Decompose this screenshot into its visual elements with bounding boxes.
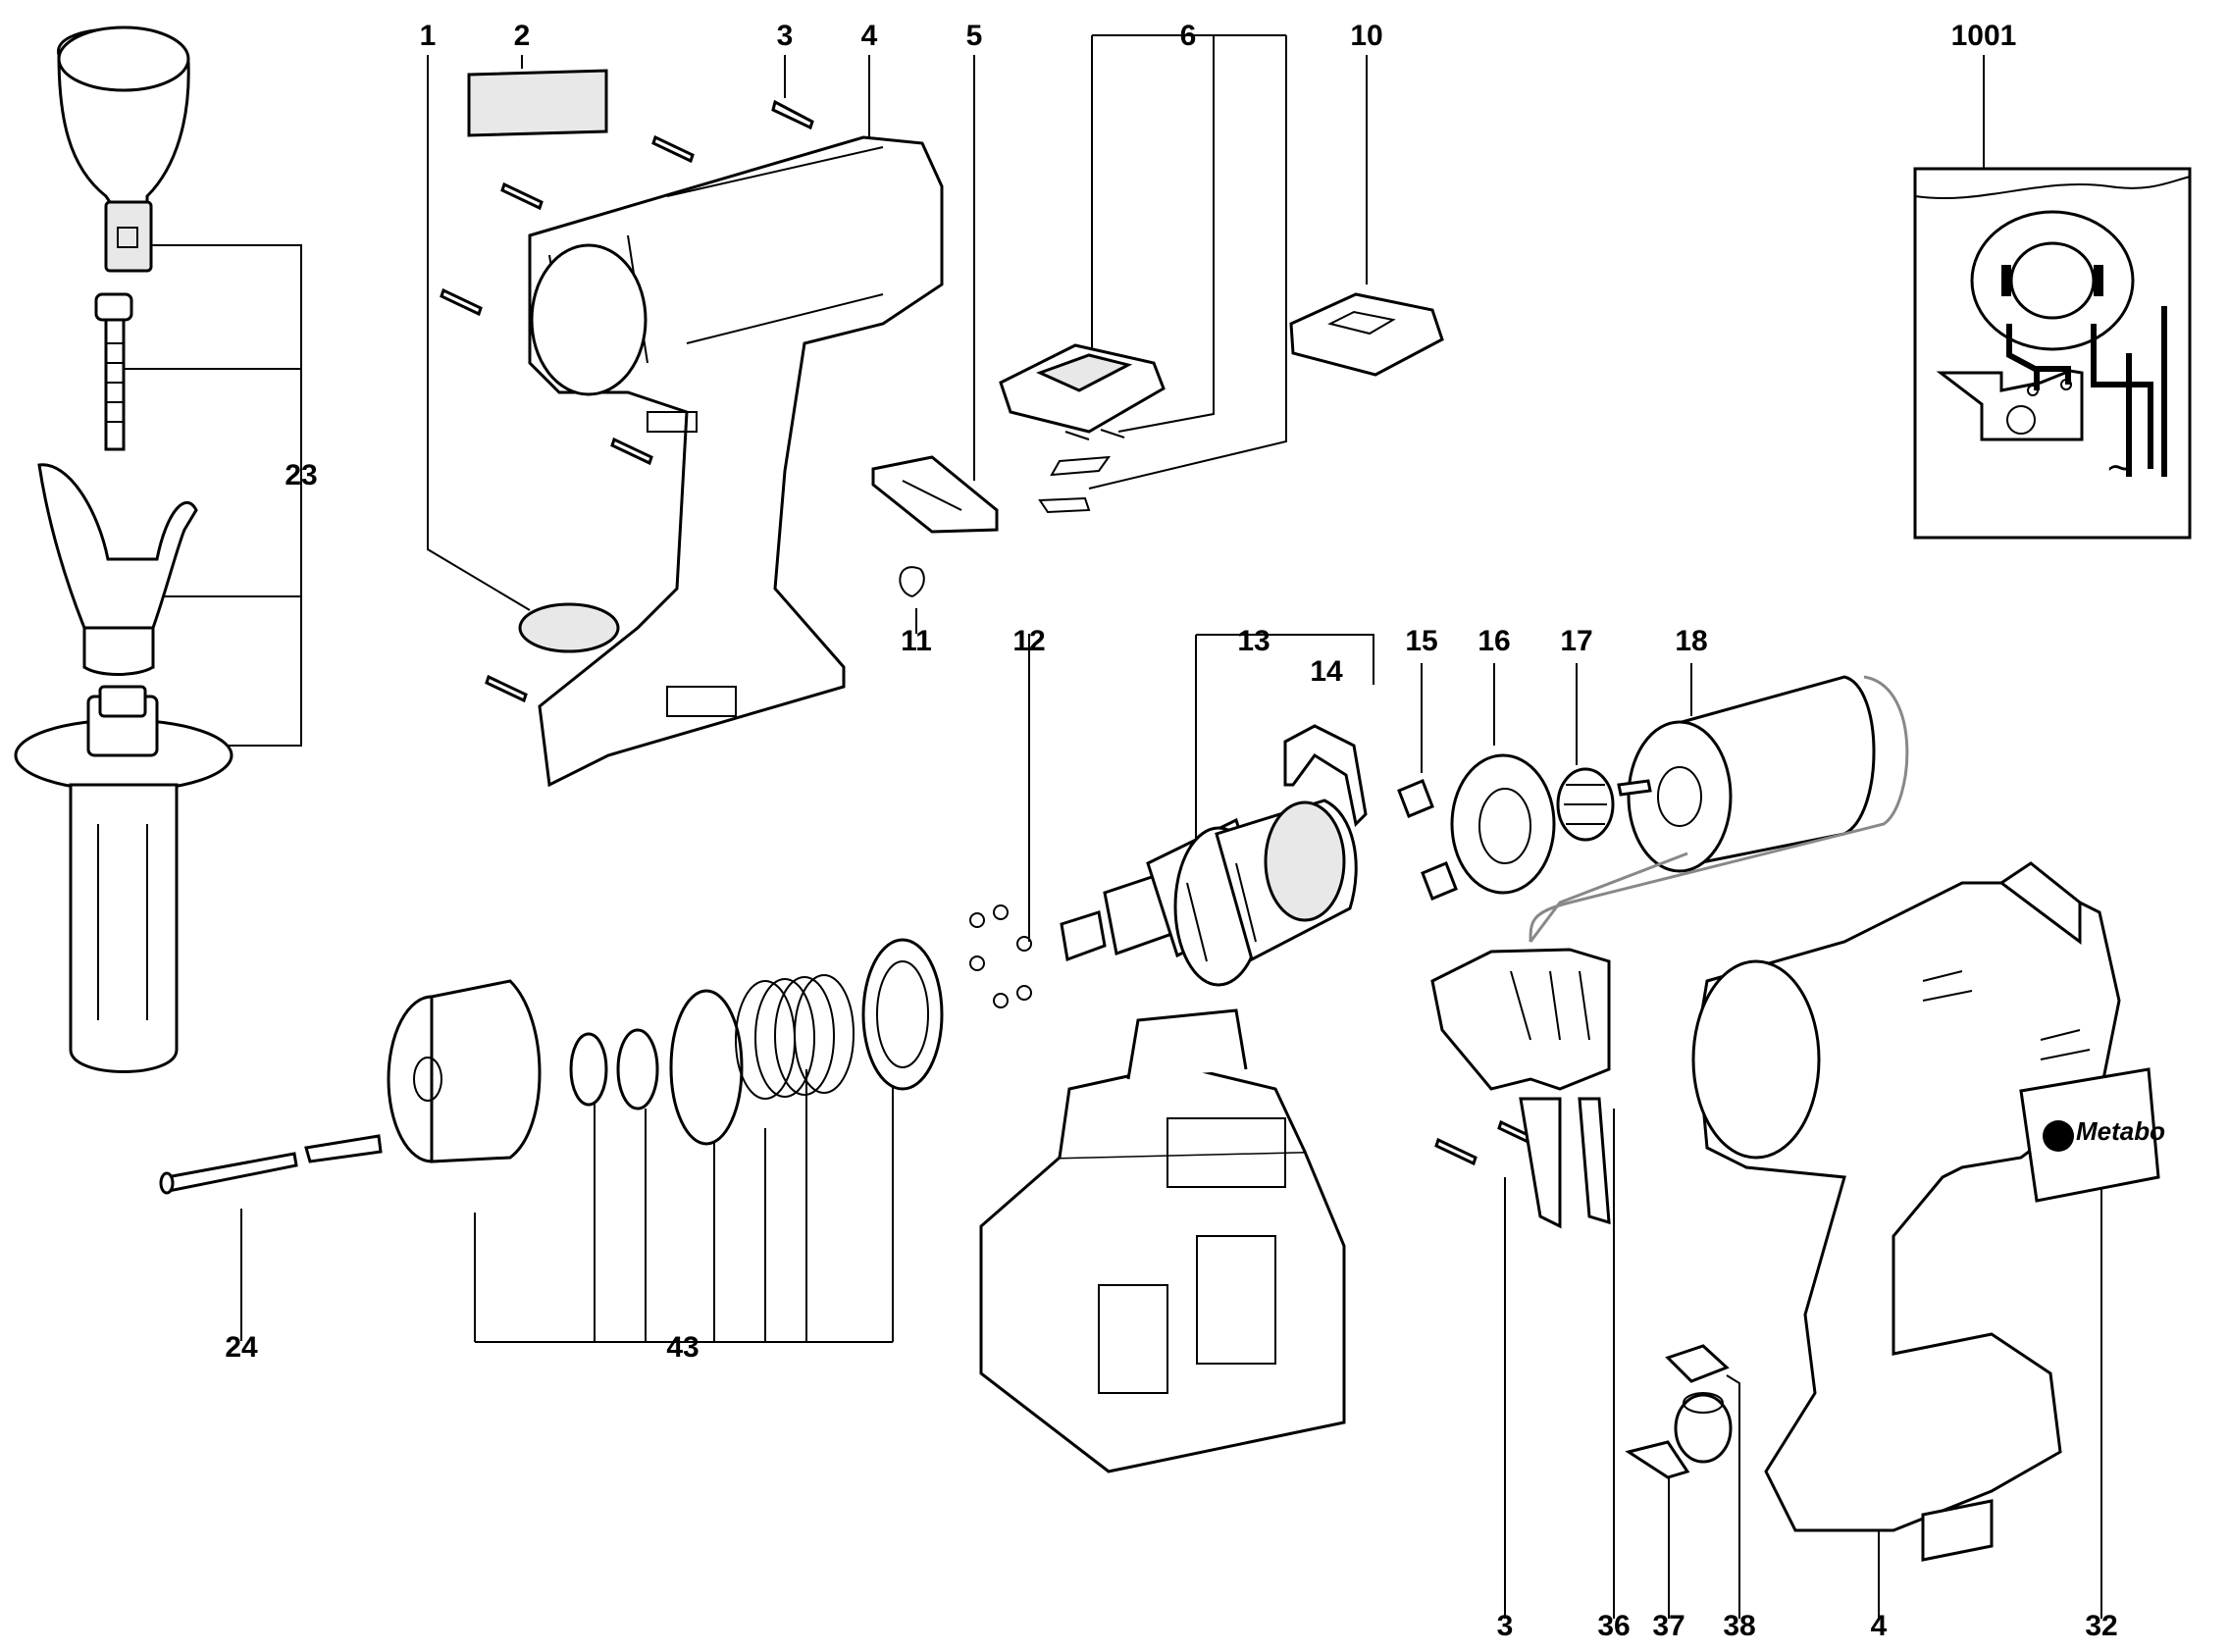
pinion-gear-part <box>1556 767 1615 842</box>
label-13: 13 <box>1237 625 1270 657</box>
slide-part <box>871 455 999 534</box>
chuck-assembly <box>387 938 944 1163</box>
label-10: 10 <box>1350 20 1382 52</box>
chuck-screw-and-bit <box>159 1134 383 1195</box>
housing-half-right <box>1691 861 2121 1562</box>
label-15: 15 <box>1405 625 1437 657</box>
label-4-bottom: 4 <box>1871 1610 1888 1642</box>
label-4-top: 4 <box>861 20 878 52</box>
battery-pack-part <box>979 1008 1346 1473</box>
label-17: 17 <box>1560 625 1592 657</box>
contact-plate-part <box>1289 292 1444 377</box>
leader-lines <box>118 34 2102 1619</box>
label-1001: 1001 <box>1951 20 2017 52</box>
circlip-part <box>899 566 925 597</box>
svg-text:~: ~ <box>2105 447 2135 488</box>
label-1: 1 <box>420 20 437 52</box>
gearbox-assembly <box>1060 799 1358 987</box>
label-3-top: 3 <box>777 20 794 52</box>
label-18: 18 <box>1675 625 1707 657</box>
motor-screws <box>1397 779 1458 901</box>
housing-half-left <box>528 135 944 788</box>
round-label-part <box>518 602 620 653</box>
metabo-logo-label: Metabo <box>2019 1067 2165 1203</box>
small-parts-37-38 <box>1625 1344 1733 1479</box>
metabo-logo-text: Metabo <box>2076 1116 2165 1146</box>
wiring-schematic-box: ~ <box>1913 167 2192 540</box>
label-14: 14 <box>1310 655 1343 688</box>
label-16: 16 <box>1477 625 1510 657</box>
ball-bearings <box>969 904 1032 1008</box>
side-handle-assembly <box>14 26 233 1073</box>
flange-part <box>1450 753 1556 895</box>
switch-board-assembly <box>999 343 1166 514</box>
bracket-part <box>1283 724 1368 828</box>
label-strip-part <box>467 69 608 137</box>
label-2: 2 <box>514 20 531 52</box>
label-3-bottom: 3 <box>1497 1610 1514 1642</box>
label-5: 5 <box>966 20 983 52</box>
motor-part <box>1529 675 1909 943</box>
label-43: 43 <box>666 1331 699 1364</box>
trigger-switch-part <box>1430 852 1688 1229</box>
